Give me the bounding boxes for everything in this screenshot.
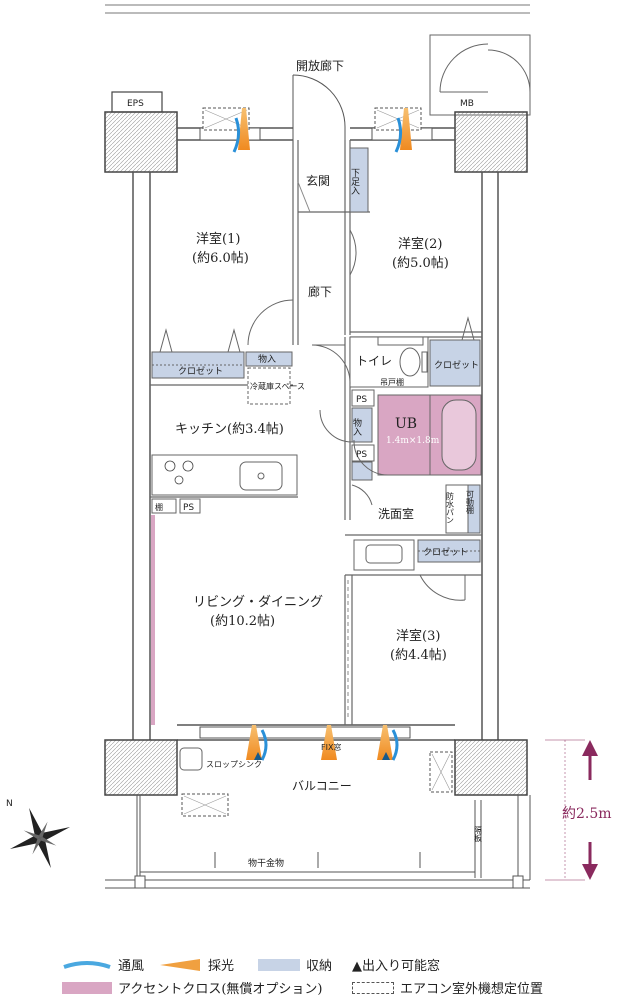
hanging-small [351,461,373,481]
label-washroom: 洗面室 [378,506,414,521]
ps-kitchen [179,498,201,514]
pillar-bottom-left [104,739,178,796]
balcony-rail-bracket-left [134,875,146,889]
corridor-railing [105,4,530,14]
ac-swatch-icon [352,981,394,994]
label-storage-monoire: 物入 [258,353,276,365]
ps-box-1 [351,389,375,407]
label-living-size: (約10.2帖) [210,614,275,629]
pillar-top-right [454,111,528,173]
balcony-windows [199,726,411,739]
label-entrance: 玄関 [306,173,330,188]
accent-cloth-wall [151,515,155,725]
label-ps-1: PS [356,395,367,405]
legend-ventilation: 通風 [62,955,144,974]
balcony-rail-bracket-right [512,875,524,889]
toilet-door [311,344,351,386]
legend-ventilation-label: 通風 [118,959,145,974]
balcony-depth-arrow [545,739,598,881]
stove-icon [164,460,194,485]
label-room2-size: (約5.0帖) [392,256,449,271]
room1-door [247,299,294,346]
shoe-storage [349,147,369,213]
room2-door [349,229,357,276]
bathtub [441,399,477,471]
legend-accessible-window: ▲出入り可能窓 [352,955,440,974]
label-balcony-depth: 約2.5m [562,806,612,822]
fridge-space [247,367,291,405]
kitchen-sink [239,461,283,491]
label-corridor: 開放廊下 [296,58,344,73]
legend-daylight: 採光 [160,955,234,974]
label-closet-room3: クロゼット [423,546,468,558]
label-shelf: 棚 [155,502,163,512]
label-north: N [6,799,13,809]
pillar-bottom-right [454,739,528,796]
shelf-kitchen [151,498,177,514]
daylight-swatch-icon [160,958,200,971]
label-slop-sink: スロップシンク [206,760,262,769]
label-ps-2: PS [356,450,367,460]
label-shoe-storage: 下足入 [349,168,360,195]
slop-sink [179,747,203,771]
label-partition: 隔板 [474,826,483,843]
label-mb: MB [460,99,474,109]
ventilation-marks-bottom [246,725,399,761]
accent-swatch-icon [62,981,112,994]
storage-monoire [245,351,293,367]
legend-ac-outdoor: エアコン室外機想定位置 [352,978,543,997]
label-room3: 洋室(3) [396,628,440,644]
label-ub: UB [395,416,417,432]
label-toilet: トイレ [356,354,392,368]
label-room2: 洋室(2) [398,236,442,252]
room3-door [419,574,466,601]
label-waterproof-pan: 防水パン [446,491,455,524]
legend-accent-cloth-label: アクセントクロス(無償オプション) [118,982,323,997]
ventilation-marks-top [232,108,412,153]
legend-accessible-window-label: ▲出入り可能窓 [352,959,440,974]
label-room3-size: (約4.4帖) [390,648,447,663]
label-closet-toilet: クロゼット [434,359,479,371]
label-balcony: バルコニー [292,779,352,793]
label-ps-kitchen: PS [183,503,194,513]
label-kitchen: キッチン(約3.4帖) [175,422,284,437]
legend-ac-outdoor-label: エアコン室外機想定位置 [400,982,544,997]
label-fix-window: FIX窓 [321,742,341,752]
legend-storage-label: 収納 [306,959,333,974]
label-eps: EPS [127,99,144,109]
legend-storage: 収納 [258,955,332,974]
storage-swatch-icon [258,958,300,971]
legend-daylight-label: 採光 [208,959,235,974]
entrance-door [292,74,346,140]
label-living: リビング・ダイニング [193,595,323,610]
closet-toilet-side [429,339,481,387]
label-hallway: 廊下 [308,284,332,299]
legend: 通風 採光 収納 ▲出入り可能窓 アクセントクロス(無償オプション) エアコン室… [0,950,620,1000]
movable-shelf [467,484,481,534]
pillar-top-left [104,111,178,173]
washroom-door [351,484,373,506]
label-laundry-rail: 物干金物 [248,857,284,869]
label-ub-size: 1.4m×1.8m [386,436,440,446]
ventilation-swatch-icon [63,960,111,969]
label-fridge-space: 冷蔵庫スペース [250,381,305,391]
label-hanging-shelf: 吊戸棚 [380,377,404,387]
storage-door [319,409,353,443]
toilet-bowl [399,347,421,377]
hanging-shelf [377,336,424,346]
storage-small [351,407,373,443]
label-storage-small: 物入 [351,417,362,436]
compass-icon [9,807,71,869]
mb-doors [429,34,531,116]
label-room1: 洋室(1) [196,231,240,247]
label-room1-size: (約6.0帖) [192,251,249,266]
legend-accent-cloth: アクセントクロス(無償オプション) [62,978,323,997]
label-closet-room1: クロゼット [178,365,223,377]
label-movable-shelf: 可動棚 [466,490,475,515]
balcony-railing [105,795,531,889]
